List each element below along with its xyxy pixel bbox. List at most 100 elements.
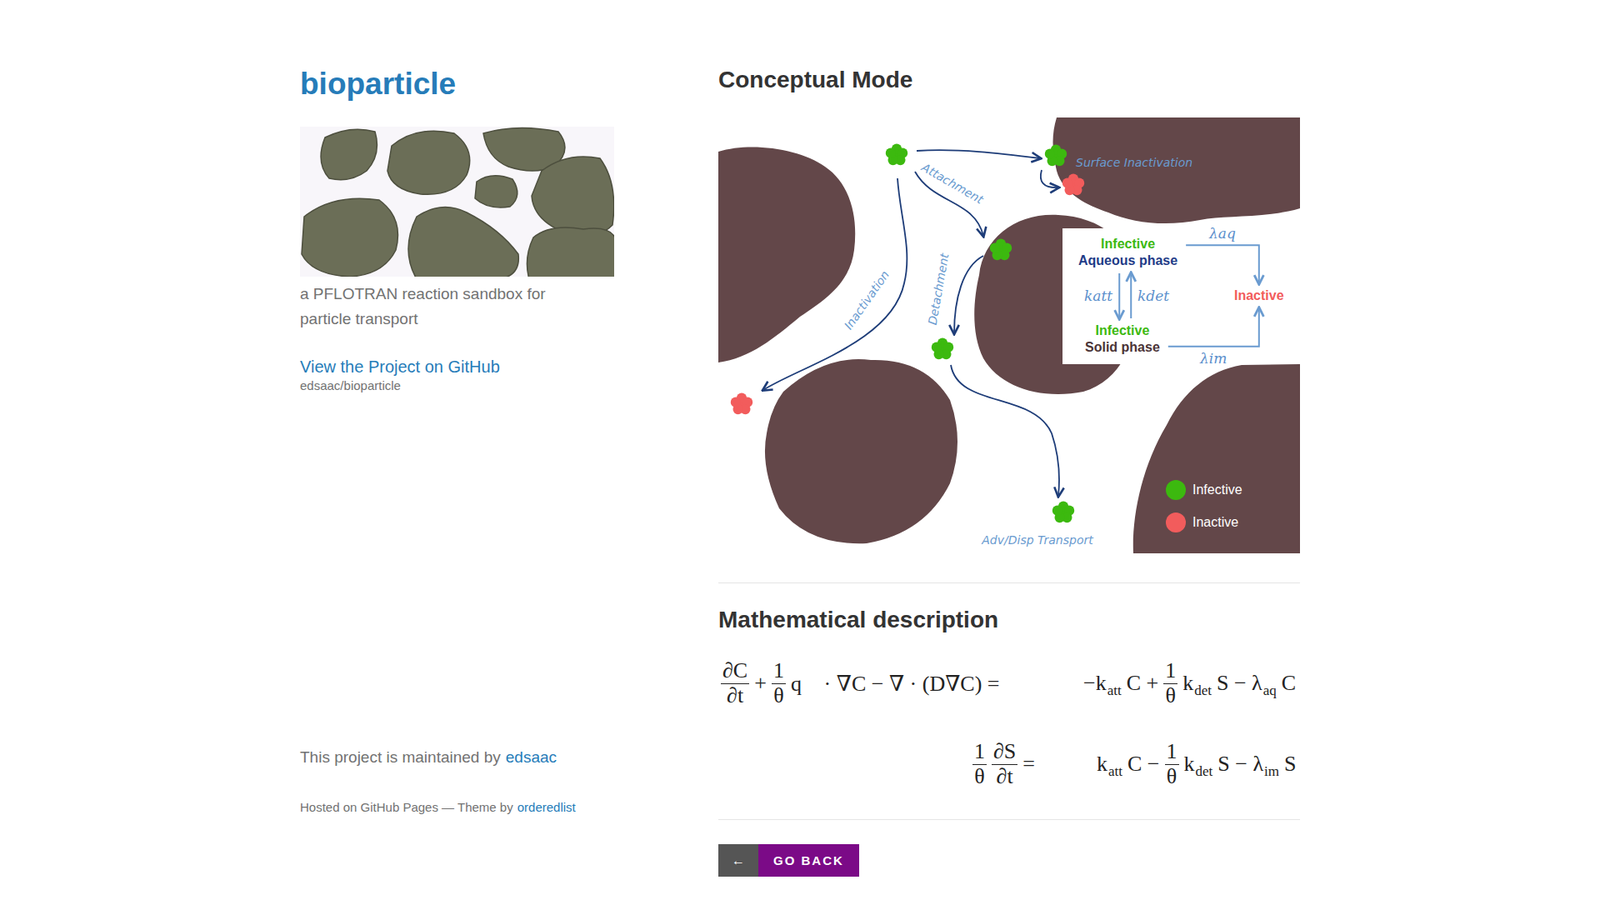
math-term: S − λ: [1216, 670, 1263, 696]
math-term: θ: [1165, 765, 1179, 790]
rate-label: kdet: [1135, 287, 1171, 305]
rate-label: katt: [1082, 287, 1115, 305]
state-node: Inactive: [1230, 285, 1288, 306]
grain: [387, 130, 470, 195]
node-heading: Infective: [1095, 322, 1150, 340]
rock: [765, 359, 958, 544]
node-body: Solid phase: [1085, 339, 1160, 356]
fraction: 1θ: [1163, 659, 1178, 708]
math-subscript: aq: [1263, 682, 1277, 700]
inactive-particle: [1062, 173, 1085, 195]
infective-particle: [1052, 500, 1075, 523]
math-term: 1: [1163, 659, 1178, 685]
math-subscript: det: [1194, 682, 1212, 700]
legend-swatch: [1165, 512, 1186, 533]
particles: [730, 143, 1085, 523]
math-term: 1: [771, 659, 786, 685]
rate-connector: [1168, 308, 1260, 347]
rock: [1133, 364, 1300, 554]
fraction: ∂C∂t: [720, 659, 750, 708]
footer-row: This project is maintained byedsaac: [300, 748, 557, 767]
fraction: 1θ: [1165, 740, 1180, 789]
math-term: q⃗ · ∇C − ∇ · (D∇C) =: [790, 670, 1000, 697]
math-term: S: [1284, 751, 1296, 777]
footer-row: Hosted on GitHub Pages — Theme byordered…: [300, 800, 576, 815]
process-arrow: [954, 255, 984, 334]
rocks: [718, 117, 1300, 554]
math-subscript: att: [1107, 682, 1122, 700]
site-description: a PFLOTRAN reaction sandbox for particle…: [300, 281, 584, 332]
math-term: −k: [1083, 670, 1107, 696]
diagram-title: Conceptual Mode: [718, 66, 913, 94]
grain: [526, 227, 615, 277]
process-arrow: [916, 150, 1040, 159]
grain: [531, 156, 615, 236]
rate-connector: [1118, 273, 1120, 319]
grain: [320, 129, 377, 180]
divider: [718, 582, 1300, 584]
math-term: k: [1096, 751, 1108, 777]
rate-connector: [1185, 245, 1260, 284]
process-arrows: [763, 150, 1060, 496]
github-link: View the Project on GitHub: [300, 357, 500, 377]
state-node: InfectiveAqueous phase: [1075, 234, 1181, 271]
fraction: ∂S∂t: [991, 740, 1018, 789]
math-term: C −: [1127, 751, 1160, 777]
process-label: Detachment: [925, 252, 952, 326]
math-term: C +: [1126, 670, 1160, 696]
math-term: =: [1022, 751, 1035, 777]
math-term: θ: [771, 684, 785, 709]
equation: ∂C∂t+1θq⃗ · ∇C − ∇ · (D∇C) =: [718, 659, 1002, 708]
node-heading: Infective: [1100, 235, 1155, 253]
maintainer-link: edsaac: [505, 748, 557, 767]
math-subscript: att: [1108, 763, 1123, 780]
rock: [718, 146, 855, 363]
rate-connector: [1130, 273, 1132, 319]
math-term: θ: [1163, 684, 1177, 709]
legend-text: Inactive: [1192, 515, 1239, 530]
math-term: ∂t: [725, 684, 745, 709]
infective-particle: [990, 238, 1012, 260]
math-term: ∂C: [720, 659, 750, 685]
math-term: C: [1281, 670, 1296, 696]
footer-text: Hosted on GitHub Pages — Theme by: [300, 800, 514, 815]
math-term: ∂t: [995, 765, 1015, 790]
infective-particle: [931, 337, 954, 360]
node-body: Aqueous phase: [1078, 252, 1178, 270]
fraction: 1θ: [771, 659, 786, 708]
rate-label: λim: [1198, 350, 1229, 367]
fraction: 1θ: [972, 740, 987, 789]
grain: [408, 207, 519, 277]
math-term: ∂S: [991, 740, 1018, 765]
theme-link: orderedlist: [517, 800, 576, 815]
process-label: Adv/Disp Transport: [981, 533, 1093, 547]
equation: −kattC +1θkdetS − λaqC: [1080, 659, 1299, 708]
section-heading: Mathematical description: [718, 606, 999, 634]
math-term: 1: [1165, 740, 1180, 765]
header-image: [300, 126, 617, 280]
rate-label: λaq: [1207, 225, 1238, 242]
process-label: Surface Inactivation: [1075, 155, 1193, 170]
node-heading: Inactive: [1234, 287, 1285, 305]
process-label: Attachment: [919, 160, 985, 206]
process-arrow: [763, 178, 907, 390]
info-panel: [1062, 228, 1300, 365]
site-title: bioparticle: [300, 66, 456, 102]
math-subscript: det: [1195, 763, 1214, 780]
divider: [718, 819, 1300, 820]
state-node: InfectiveSolid phase: [1081, 320, 1164, 358]
process-arrow: [950, 365, 1060, 496]
infective-particle: [885, 143, 908, 165]
legend-swatch: [1165, 480, 1186, 500]
button-icon: ←: [718, 844, 759, 877]
rock: [1053, 117, 1301, 224]
button-label: GO BACK: [758, 844, 860, 877]
grain: [475, 175, 518, 208]
math-subscript: im: [1264, 763, 1280, 780]
math-term: θ: [972, 765, 986, 790]
math-term: S − λ: [1217, 751, 1264, 777]
grain: [301, 198, 399, 277]
